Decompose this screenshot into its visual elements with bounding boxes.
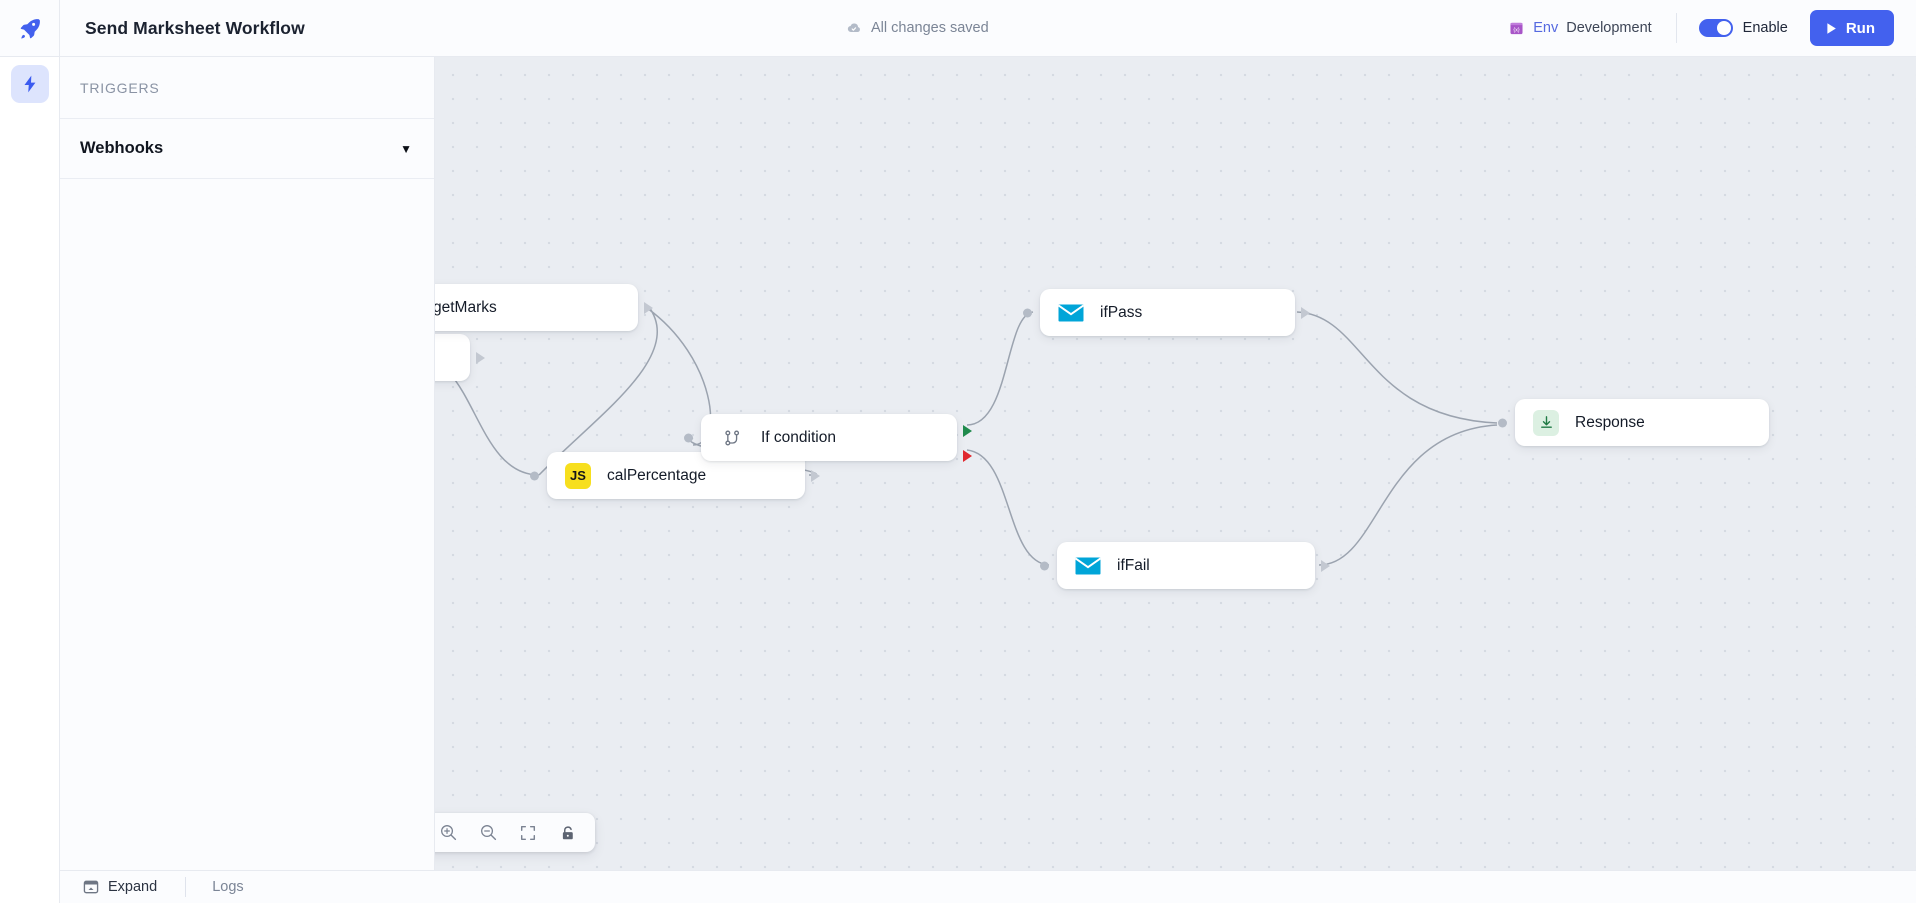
node-hidden-trigger[interactable] [435,334,485,381]
workflow-canvas[interactable]: getMarks JS calPercentage [435,57,1916,870]
toggle-knob [1716,21,1731,35]
top-header-bar: Send Marksheet Workflow All changes save… [0,0,1916,57]
node-label: calPercentage [607,466,707,484]
header-controls: {x} Env Development Enable Run [1508,0,1894,56]
node-label: Response [1575,413,1645,431]
save-status: All changes saved [845,0,989,56]
output-port[interactable] [1301,306,1310,319]
input-port[interactable] [1040,561,1049,570]
save-status-text: All changes saved [871,20,989,36]
zoom-in-icon [440,825,456,841]
env-label: Env [1533,20,1559,36]
node-label: ifFail [1117,556,1150,574]
node-getmarks[interactable]: getMarks [435,284,653,331]
enable-label: Enable [1742,20,1788,36]
left-icon-rail [0,57,60,903]
input-port[interactable] [530,471,539,480]
lock-icon [562,825,573,839]
rocket-icon [20,19,40,39]
input-port[interactable] [684,433,693,442]
lightning-bolt-icon [24,75,35,93]
email-icon [1075,553,1101,579]
sidebar-item-webhooks[interactable]: Webhooks ▼ [60,119,434,179]
js-icon: JS [565,462,591,489]
node-label: If condition [761,428,836,446]
canvas-zoom-toolbar [421,813,595,852]
download-arrow-glyph [1540,416,1552,428]
output-port[interactable] [811,469,820,482]
node-if-condition[interactable]: If condition [684,414,972,462]
sidebar-item-label: Webhooks [80,139,164,157]
fit-view-button[interactable] [514,819,542,847]
svg-text:{x}: {x} [1513,27,1520,33]
edge-true-ifpass [966,311,1034,426]
env-variable-icon: {x} [1510,22,1523,34]
lock-canvas-button[interactable] [554,819,582,847]
triggers-sidebar: TRIGGERS Webhooks ▼ [60,57,435,870]
node-response[interactable]: Response [1498,399,1769,446]
expand-button[interactable]: Expand [83,879,157,895]
panel-expand-icon [83,880,99,894]
edge-ifpass-response [1296,311,1498,424]
logs-label: Logs [212,879,244,895]
cloud-check-icon [847,22,860,32]
enable-toggle-group[interactable]: Enable [1677,19,1810,37]
envelope-glyph [1058,304,1084,321]
envelope-glyph [1075,557,1101,574]
sidebar-section-title: TRIGGERS [60,57,434,119]
git-branch-glyph [725,429,740,446]
email-icon [1058,300,1084,326]
node-iffail[interactable]: ifFail [1040,542,1330,589]
zoom-out-button[interactable] [474,819,502,847]
sidebar-item-triggers[interactable] [10,65,49,103]
node-ifpass[interactable]: ifPass [1023,289,1310,336]
header-divider [1675,13,1677,43]
caret-down-icon[interactable]: ▼ [400,141,412,156]
bottom-status-bar: Expand Logs [60,870,1916,903]
output-port[interactable] [644,301,653,314]
fit-view-icon [520,825,536,840]
edge-getmarks-calpercentage [538,306,658,476]
node-label: ifPass [1100,303,1143,321]
git-branch-icon [719,425,745,451]
zoom-out-icon [480,825,496,841]
edge-iffail-response [1318,424,1498,566]
output-port-true[interactable] [963,425,972,437]
enable-toggle[interactable] [1698,19,1733,37]
bottom-bar-divider [185,877,187,897]
input-port[interactable] [1498,418,1507,427]
edge-false-iffail [966,449,1050,566]
node-label: getMarks [435,298,497,316]
run-button[interactable]: Run [1809,10,1894,46]
play-icon [1827,22,1836,34]
environment-selector[interactable]: {x} Env Development [1508,20,1675,37]
workflow-title: Send Marksheet Workflow [85,17,305,38]
logs-button[interactable]: Logs [212,879,243,895]
output-port[interactable] [1321,559,1330,572]
app-logo[interactable] [0,0,60,56]
env-value: Development [1566,20,1652,36]
input-port[interactable] [1023,308,1032,317]
response-icon [1533,409,1559,436]
zoom-in-button[interactable] [434,819,462,847]
output-port[interactable] [476,351,485,364]
output-port-false[interactable] [963,450,972,462]
expand-label: Expand [108,879,158,895]
run-button-label: Run [1845,19,1875,37]
